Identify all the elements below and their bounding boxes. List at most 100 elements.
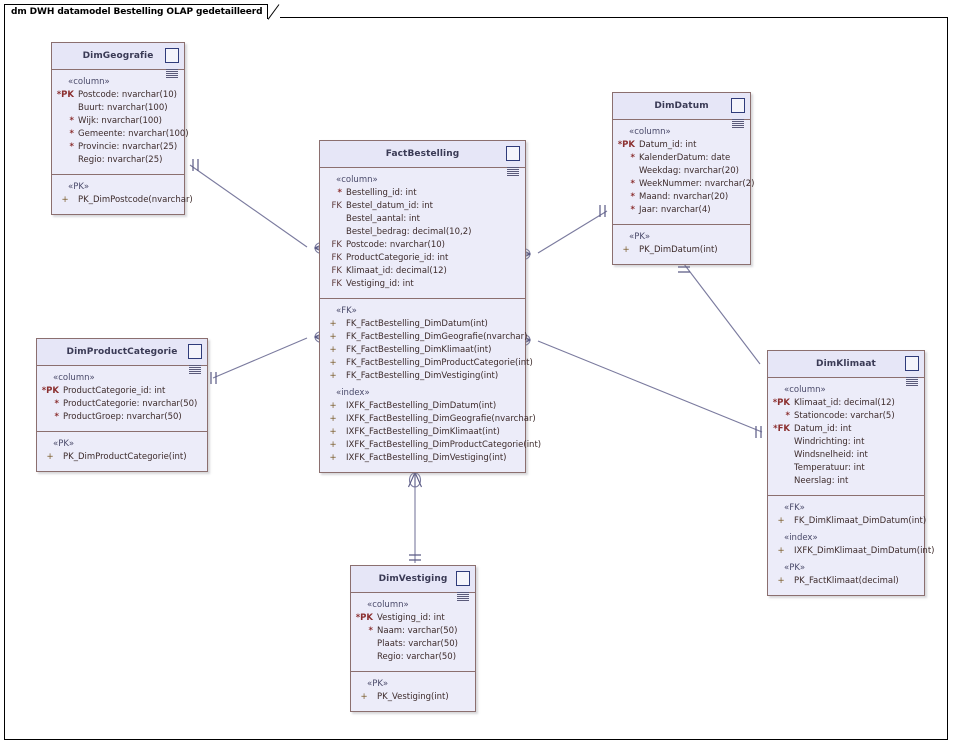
entity-section-fk: «FK» +FK_DimKlimaat_DimDatum(int) «index… (768, 495, 934, 595)
section-stereotype: «PK» (784, 563, 806, 573)
attribute-key: * (69, 129, 74, 139)
operation-visibility: + (329, 453, 337, 463)
attribute-text: Klimaat_id: decimal(12) (346, 266, 447, 276)
section-stereotype: «column» (68, 77, 110, 87)
entity-factbestelling[interactable]: FactBestelling «column» *Bestelling_id: … (319, 140, 541, 473)
operation-text: FK_FactBestelling_DimVestiging(int) (346, 371, 499, 381)
attribute-row: Bestel_aantal: int (320, 213, 525, 226)
operation-row: +IXFK_FactBestelling_DimDatum(int) (320, 400, 525, 413)
diagram-title-tab[interactable]: dm DWH datamodel Bestelling OLAP gedetai… (4, 3, 280, 20)
attribute-row: *KalenderDatum: date (613, 152, 750, 165)
diagram-frame (4, 17, 948, 740)
attribute-text: ProductCategorie_id: int (346, 253, 449, 263)
operation-text: PK_Vestiging(int) (377, 692, 449, 702)
operation-row: +IXFK_FactBestelling_DimKlimaat(int) (320, 426, 525, 439)
attribute-text: Provincie: nvarchar(25) (78, 142, 178, 152)
operation-row: +IXFK_FactBestelling_DimProductCategorie… (320, 439, 541, 452)
diagram-title: dm DWH datamodel Bestelling OLAP gedetai… (11, 6, 263, 17)
entity-header: DimProductCategorie (37, 339, 207, 374)
operation-text: FK_FactBestelling_DimGeografie(nvarchar) (346, 332, 528, 342)
attribute-text: Neerslag: int (794, 476, 849, 486)
diagram-title-box: dm DWH datamodel Bestelling OLAP gedetai… (4, 4, 268, 19)
attribute-key: *PK (772, 398, 790, 408)
entity-title: DimDatum (654, 100, 709, 111)
attribute-key: * (54, 412, 59, 422)
attribute-row: Windsnelheid: int (768, 449, 924, 462)
attribute-text: Bestelling_id: int (346, 188, 417, 198)
attribute-key: * (69, 142, 74, 152)
diagram-title-slant (267, 3, 280, 20)
operation-text: PK_DimPostcode(nvarchar) (78, 195, 193, 205)
section-stereotype: «PK» (68, 182, 90, 192)
attribute-row: *Wijk: nvarchar(100) (52, 115, 184, 128)
operation-text: IXFK_FactBestelling_DimProductCategorie(… (346, 440, 542, 450)
attribute-text: Jaar: nvarchar(4) (639, 205, 711, 215)
entity-header: DimKlimaat (768, 351, 924, 386)
attribute-text: Datum_id: int (639, 140, 697, 150)
attribute-text: Bestel_bedrag: decimal(10,2) (346, 227, 472, 237)
attribute-key: FK (331, 201, 342, 211)
attribute-key: *PK (56, 90, 74, 100)
operation-row: +PK_FactKlimaat(decimal) (768, 575, 924, 588)
entity-header: DimGeografie (52, 43, 184, 78)
attribute-row: *WeekNummer: nvarchar(2) (613, 178, 755, 191)
attribute-row: Neerslag: int (768, 475, 924, 488)
entity-section-fk: «FK» +FK_FactBestelling_DimDatum(int) +F… (320, 298, 541, 472)
attribute-text: Vestiging_id: int (346, 279, 414, 289)
attribute-text: ProductCategorie: nvarchar(50) (63, 399, 198, 409)
attribute-key: FK (331, 240, 342, 250)
operation-row: +PK_DimDatum(int) (613, 244, 750, 257)
entity-section-pk: «PK» +PK_DimPostcode(nvarchar) (52, 174, 193, 214)
attribute-text: Regio: varchar(50) (377, 652, 457, 662)
attribute-row: *Maand: nvarchar(20) (613, 191, 750, 204)
operation-row: +IXFK_DimKlimaat_DimDatum(int) (768, 545, 934, 558)
entity-title: DimGeografie (82, 50, 154, 61)
operation-text: IXFK_FactBestelling_DimDatum(int) (346, 401, 497, 411)
operation-row: +PK_Vestiging(int) (351, 691, 475, 704)
table-icon (165, 48, 179, 78)
operation-row: +PK_DimPostcode(nvarchar) (52, 194, 192, 207)
attribute-text: Vestiging_id: int (377, 613, 445, 623)
operation-text: PK_FactKlimaat(decimal) (794, 576, 899, 586)
section-stereotype: «column» (784, 385, 826, 395)
attribute-key: * (785, 411, 790, 421)
table-icon (905, 356, 919, 386)
attribute-key: * (630, 153, 635, 163)
section-stereotype: «index» (784, 533, 818, 543)
entity-title: DimKlimaat (816, 358, 876, 369)
operation-text: IXFK_FactBestelling_DimVestiging(int) (346, 453, 507, 463)
attribute-text: Buurt: nvarchar(100) (78, 103, 168, 113)
entity-header: FactBestelling (320, 141, 525, 176)
attribute-row: *Stationcode: varchar(5) (768, 410, 924, 423)
operation-visibility: + (329, 332, 337, 342)
attribute-key: * (630, 205, 635, 215)
operation-row: +IXFK_FactBestelling_DimGeografie(nvarch… (320, 413, 535, 426)
operation-text: FK_FactBestelling_DimDatum(int) (346, 319, 488, 329)
attribute-key: *FK (773, 424, 790, 434)
section-stereotype: «column» (53, 373, 95, 383)
attribute-key: FK (331, 266, 342, 276)
attribute-row: Plaats: varchar(50) (351, 638, 475, 651)
attribute-text: Naam: varchar(50) (377, 626, 458, 636)
attribute-row: * Provincie: nvarchar(25) (52, 141, 184, 154)
section-stereotype: «FK» (336, 306, 357, 316)
operation-text: FK_FactBestelling_DimKlimaat(int) (346, 345, 492, 355)
operation-text: IXFK_FactBestelling_DimGeografie(nvarcha… (346, 414, 536, 424)
attribute-text: Gemeente: nvarchar(100) (78, 129, 189, 139)
attribute-key: * (630, 192, 635, 202)
operation-row: +FK_FactBestelling_DimKlimaat(int) (320, 344, 525, 357)
entity-title: FactBestelling (385, 148, 460, 159)
